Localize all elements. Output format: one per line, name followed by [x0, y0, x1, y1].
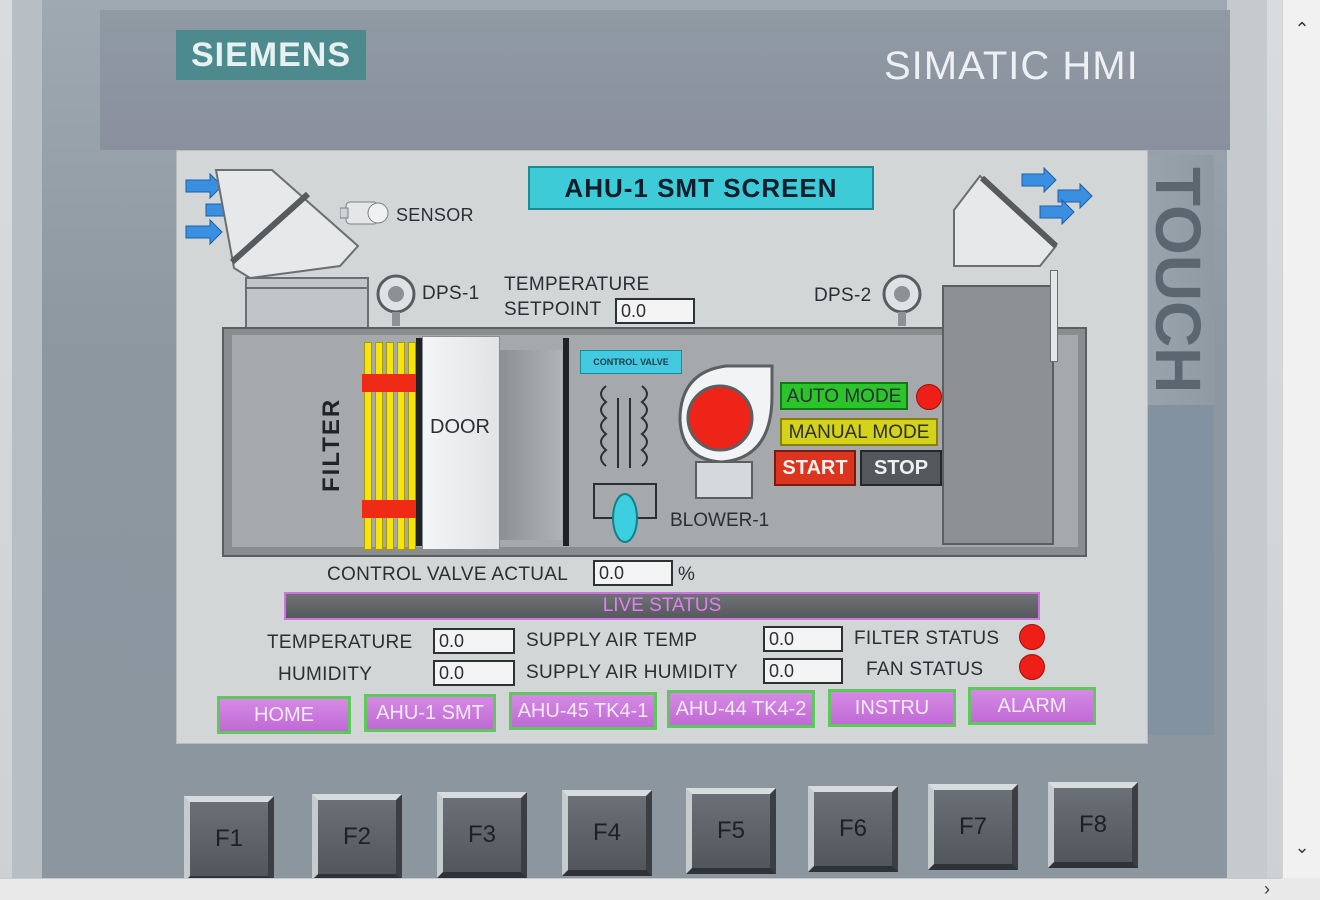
humidity-field: 0.0 — [433, 660, 515, 686]
siemens-logo: SIEMENS — [176, 30, 366, 80]
supply-air-temp-label: SUPPLY AIR TEMP — [526, 630, 698, 651]
supply-air-temp-field: 0.0 — [763, 626, 843, 652]
auto-mode-button[interactable]: AUTO MODE — [780, 382, 908, 410]
dps2-gauge-icon — [882, 274, 922, 326]
filter-element-icon — [362, 342, 418, 550]
vertical-scrollbar[interactable]: ⌃ ⌄ — [1282, 0, 1320, 900]
dps2-label: DPS-2 — [814, 285, 872, 306]
bezel-side-band — [1142, 405, 1214, 735]
live-status-bar: LIVE STATUS — [284, 592, 1040, 620]
scroll-right-icon[interactable]: › — [1264, 879, 1270, 899]
auto-mode-indicator — [916, 384, 942, 410]
temp-setpoint-label-line1: TEMPERATURE — [504, 274, 650, 295]
scroll-up-icon[interactable]: ⌃ — [1294, 19, 1310, 39]
scroll-corner — [1282, 878, 1320, 900]
control-valve-actual-label: CONTROL VALVE ACTUAL — [327, 564, 569, 585]
supply-air-humidity-field: 0.0 — [763, 658, 843, 684]
stop-button[interactable]: STOP — [860, 450, 942, 486]
nav-ahu1-smt-button[interactable]: AHU-1 SMT — [364, 694, 496, 732]
filter-status-label: FILTER STATUS — [854, 628, 1000, 649]
door-recess — [500, 350, 562, 540]
exhaust-section — [942, 285, 1054, 545]
bezel-top-band — [100, 10, 1230, 150]
temp-setpoint-field[interactable]: 0.0 — [615, 298, 695, 324]
start-button[interactable]: START — [774, 450, 856, 486]
f7-key[interactable]: F7 — [928, 784, 1018, 870]
f1-key[interactable]: F1 — [184, 796, 274, 882]
filter-status-indicator — [1019, 624, 1045, 650]
manual-mode-button[interactable]: MANUAL MODE — [780, 418, 938, 446]
control-valve-tag[interactable]: CONTROL VALVE — [580, 350, 682, 374]
door-label: DOOR — [430, 416, 490, 438]
page-title: AHU-1 SMT SCREEN — [528, 166, 874, 210]
horizontal-scrollbar[interactable]: › — [0, 878, 1282, 900]
sensor-label: SENSOR — [396, 205, 474, 225]
nav-alarm-button[interactable]: ALARM — [968, 687, 1096, 725]
fan-status-indicator — [1019, 654, 1045, 680]
f8-key[interactable]: F8 — [1048, 782, 1138, 868]
coil-divider — [563, 338, 569, 546]
nav-instru-button[interactable]: INSTRU — [828, 689, 956, 727]
f5-key[interactable]: F5 — [686, 788, 776, 874]
door-panel[interactable] — [422, 336, 500, 550]
nav-home-button[interactable]: HOME — [217, 696, 351, 734]
f4-key[interactable]: F4 — [562, 790, 652, 876]
touch-label: TOUCH — [1142, 166, 1214, 394]
simatic-hmi-label: SIMATIC HMI — [884, 44, 1139, 88]
nav-ahu44-button[interactable]: AHU-44 TK4-2 — [667, 690, 815, 728]
blower-label: BLOWER-1 — [670, 510, 770, 531]
filter-label: FILTER — [318, 397, 345, 493]
f3-key[interactable]: F3 — [437, 792, 527, 878]
temperature-label: TEMPERATURE — [267, 632, 413, 653]
scroll-down-icon[interactable]: ⌄ — [1294, 837, 1310, 857]
control-valve-actual-field: 0.0 — [593, 560, 673, 586]
blower-fan-icon — [678, 364, 774, 499]
f2-key[interactable]: F2 — [312, 794, 402, 880]
exhaust-rail — [1050, 270, 1058, 362]
fan-status-label: FAN STATUS — [866, 659, 984, 680]
humidity-label: HUMIDITY — [278, 664, 373, 685]
exhaust-damper-icon — [953, 166, 1093, 267]
temp-setpoint-label-line2: SETPOINT — [504, 299, 602, 320]
nav-ahu45-button[interactable]: AHU-45 TK4-1 — [509, 692, 657, 730]
filter-divider — [416, 338, 422, 546]
dps1-label: DPS-1 — [422, 283, 480, 304]
temperature-field: 0.0 — [433, 628, 515, 654]
f6-key[interactable]: F6 — [808, 786, 898, 872]
dps1-gauge-icon — [376, 274, 416, 326]
control-valve-icon — [593, 385, 657, 543]
touch-strip — [1142, 155, 1214, 405]
control-valve-unit: % — [678, 564, 696, 585]
supply-air-humidity-label: SUPPLY AIR HUMIDITY — [526, 662, 738, 683]
sensor-icon — [340, 201, 389, 225]
